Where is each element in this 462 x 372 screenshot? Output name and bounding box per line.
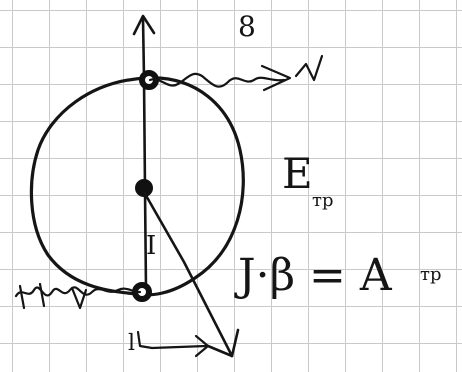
center-mark: I [146, 231, 156, 261]
bottom-mark: l [128, 331, 135, 356]
field-subscript: тр [312, 190, 333, 211]
diagonal-arrow [142, 190, 234, 358]
small-horizontal-arrow [136, 330, 208, 350]
vertical-axis-arrowhead [132, 14, 156, 36]
top-wavy-arrow [148, 72, 286, 88]
center-point [135, 179, 153, 197]
vertical-axis [141, 16, 148, 292]
diagonal-arrowhead [206, 328, 240, 358]
top-wavy-arrowhead [260, 64, 292, 92]
small-horizontal-arrowhead [194, 334, 210, 358]
equation-subscript: тр [420, 264, 441, 285]
equation-label: J·β = A [234, 250, 393, 301]
top-mark: 8 [238, 10, 256, 43]
top-wavy-tail [294, 54, 324, 82]
field-label: E [282, 149, 313, 198]
bottom-wavy-scribble [18, 282, 88, 310]
bottom-wavy-line [14, 286, 142, 298]
